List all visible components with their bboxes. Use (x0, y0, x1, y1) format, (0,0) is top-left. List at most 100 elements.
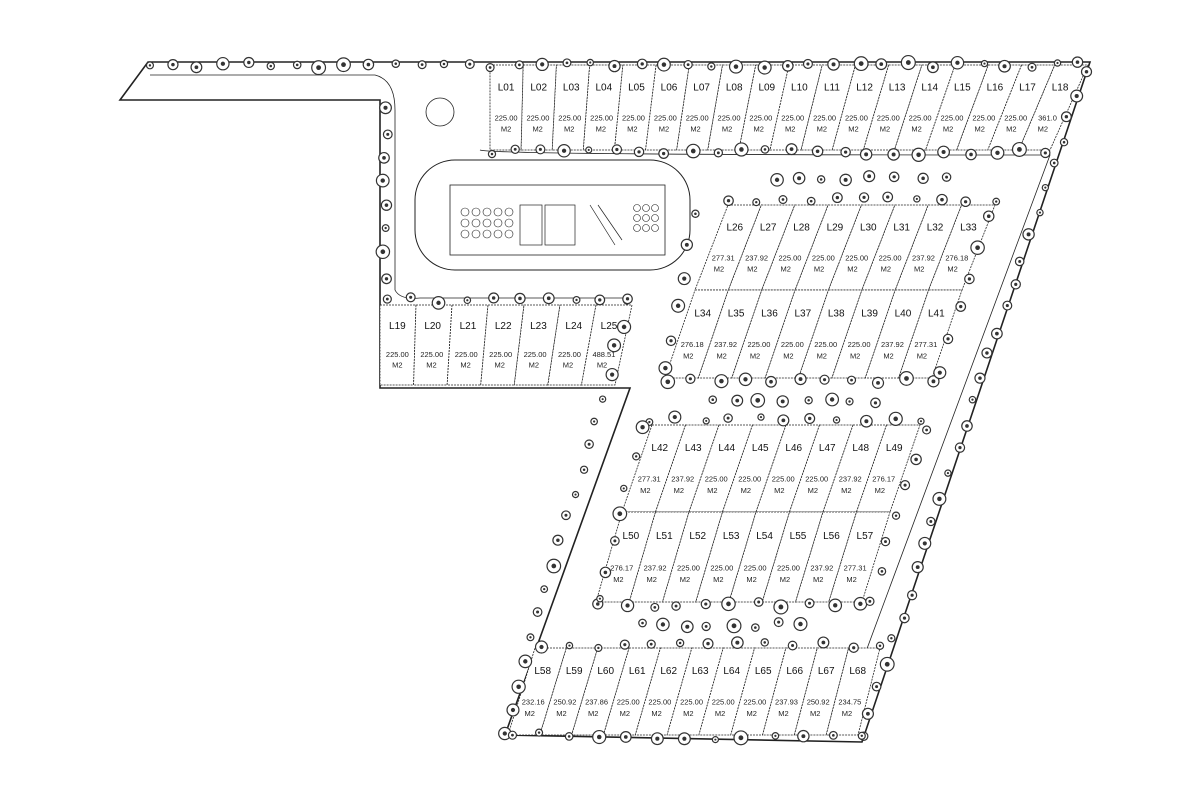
lot-area-unit: M2 (597, 360, 607, 369)
lot-number: L47 (819, 443, 836, 454)
tree-icon (970, 240, 985, 255)
lot-area-unit: M2 (808, 486, 818, 495)
tree-icon (1071, 56, 1084, 68)
tree-icon (1011, 141, 1027, 157)
lot-outline (513, 304, 561, 386)
tree-icon (586, 58, 595, 67)
amenity-building (414, 159, 691, 271)
lot-area-unit: M2 (741, 486, 751, 495)
tree-icon (757, 60, 772, 75)
tree-icon (650, 732, 664, 746)
tree-icon (592, 729, 607, 745)
lot-area: 225.00 (1004, 113, 1027, 122)
tree-icon (797, 729, 810, 743)
lot-area: 225.00 (743, 698, 766, 707)
tree-icon (594, 643, 603, 653)
tree-icon (926, 61, 939, 74)
clubhouse (449, 184, 666, 256)
tree-icon (562, 58, 572, 68)
lot-area: 237.92 (810, 564, 833, 573)
lot-number: L32 (927, 223, 944, 234)
tree-icon (650, 602, 660, 612)
lot-area: 237.92 (745, 253, 768, 262)
tree-icon (598, 395, 607, 403)
lot-area-unit: M2 (880, 124, 890, 133)
tree-icon (658, 361, 673, 376)
table-icon (482, 229, 492, 239)
tree-icon (1059, 137, 1069, 147)
tree-icon (760, 145, 770, 154)
tree-icon (777, 414, 790, 427)
tree-icon (770, 173, 784, 187)
table-icon (493, 218, 503, 228)
table-icon (460, 229, 470, 239)
tree-icon (853, 596, 868, 611)
tree-icon (608, 59, 621, 73)
lot-area: 225.00 (712, 698, 735, 707)
table-icon (471, 218, 481, 228)
amenity-outline (414, 159, 691, 271)
tree-icon (752, 198, 761, 207)
tree-icon (831, 192, 843, 204)
tree-icon (911, 561, 924, 574)
tree-icon (888, 171, 900, 183)
lot-area-unit: M2 (563, 360, 573, 369)
tree-icon (891, 511, 901, 520)
tree-icon (917, 417, 925, 425)
tree-icon (728, 59, 744, 74)
tree-icon (381, 224, 390, 233)
lot-number: L50 (623, 531, 640, 542)
tree-icon (431, 296, 446, 310)
lot-number: L21 (460, 321, 477, 332)
tree-icon (860, 414, 873, 428)
tree-icon (417, 60, 427, 70)
tree-icon (906, 590, 918, 601)
table-icon (471, 207, 481, 217)
lot-number: L24 (565, 321, 582, 332)
tree-icon (375, 244, 391, 260)
tree-icon (561, 510, 571, 521)
lot-area-unit: M2 (841, 486, 851, 495)
lot-area-unit: M2 (842, 709, 852, 718)
lot-area-unit: M2 (1006, 124, 1016, 133)
tree-icon (1060, 111, 1072, 123)
lot-area-unit: M2 (881, 264, 891, 273)
lot-area: 276.18 (945, 253, 968, 262)
tree-icon (887, 148, 900, 161)
tree-icon (596, 594, 604, 603)
lot-outline (755, 424, 821, 513)
tree-icon (968, 395, 977, 404)
tree-icon (990, 145, 1005, 160)
tree-icon (702, 417, 710, 425)
lot-area: 234.75 (838, 698, 861, 707)
lot-outline (645, 64, 690, 151)
tree-icon (378, 151, 390, 164)
tree-icon (564, 732, 574, 741)
tree-icon (702, 638, 714, 650)
lot-area: 225.00 (805, 475, 828, 484)
tree-icon (723, 413, 733, 423)
lot-number: L11 (824, 83, 840, 94)
